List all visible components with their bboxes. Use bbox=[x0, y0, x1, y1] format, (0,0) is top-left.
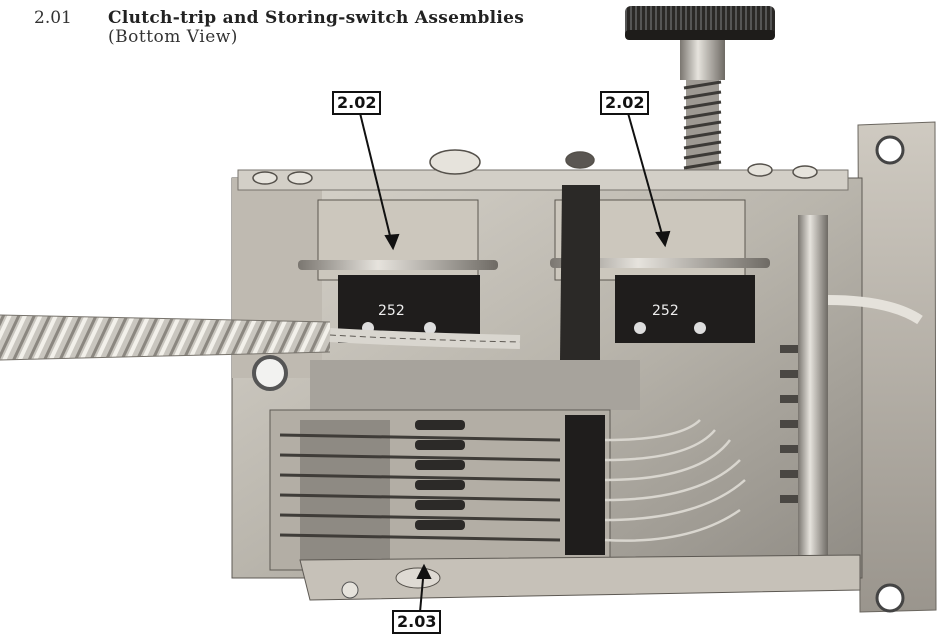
callout-label-clutch-trip-left: 2.02 bbox=[332, 91, 382, 115]
callout-leaders bbox=[359, 112, 671, 613]
caption-title: Clutch-trip and Storing-switch Assemblie… bbox=[108, 8, 525, 28]
switch-marking-right: 252 bbox=[652, 303, 679, 319]
base-plate bbox=[299, 554, 861, 601]
callout-label-storing-switch: 2.03 bbox=[392, 610, 442, 634]
gear-knob bbox=[625, 6, 775, 80]
mounting-bracket bbox=[857, 121, 937, 613]
caption-number: 2.01 bbox=[34, 8, 72, 28]
contact-rod bbox=[780, 215, 923, 560]
switch-assembly-right: 252 bbox=[550, 185, 770, 360]
contact-stack bbox=[269, 409, 746, 571]
callout-label-clutch-trip-right: 2.02 bbox=[600, 91, 650, 115]
wire-harness bbox=[0, 314, 521, 361]
spring bbox=[683, 80, 722, 170]
screw-heads bbox=[252, 149, 818, 185]
switch-marking-left: 252 bbox=[378, 303, 405, 319]
caption-subtitle: (Bottom View) bbox=[108, 27, 238, 47]
